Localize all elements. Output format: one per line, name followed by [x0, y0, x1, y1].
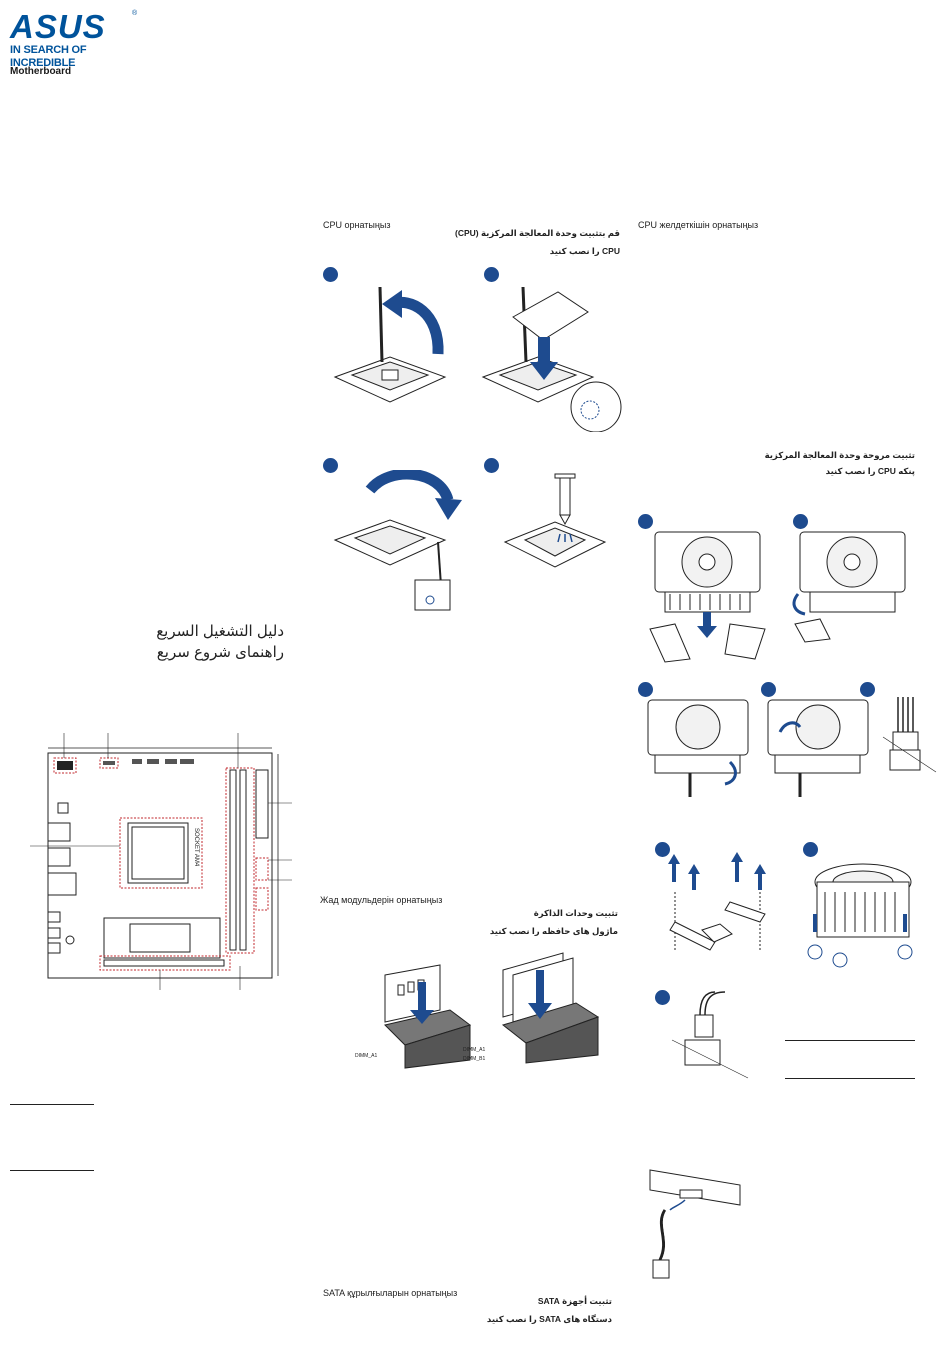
step-marker: [638, 682, 653, 697]
step-marker: [638, 514, 653, 529]
step-marker: [655, 842, 670, 857]
dimm-install-illustration-single: [384, 964, 472, 1069]
dimm-install-illustration-dual: [501, 952, 600, 1064]
cpu-heading-kazakh: CPU орнатыңыз: [323, 220, 391, 230]
memory-heading-persian: ماژول های حافظه را نصب کنید: [489, 926, 618, 936]
divider-line: [785, 1040, 915, 1041]
step-marker: [484, 458, 499, 473]
cooler-lock-illustration: [767, 699, 869, 797]
guide-title-persian: راهنمای شروع سریع: [156, 644, 284, 661]
step-marker: [803, 842, 818, 857]
cooler-screw-install-illustration: [807, 863, 913, 968]
thermal-paste-illustration: [503, 473, 607, 568]
step-marker: [484, 267, 499, 282]
asus-logo: ASUS ® IN SEARCH OF INCREDIBLE: [10, 10, 138, 70]
memory-heading-arabic: تثبيت وحدات الذاكرة: [533, 908, 618, 918]
guide-title-arabic: دليل التشغيل السريع: [156, 623, 284, 640]
product-label: Motherboard: [10, 66, 72, 77]
cpu-socket-lever-close-illustration: [333, 470, 462, 611]
step-marker: [655, 990, 670, 1005]
dimm-label: DIMM_A1: [463, 1047, 486, 1053]
fan-cable-illustration: [882, 697, 937, 773]
sata-cable-illustration: [649, 1169, 741, 1279]
step-marker: [761, 682, 776, 697]
cpu-heading-arabic: قم بتثبيت وحدة المعالجة المركزية (CPU): [454, 228, 620, 238]
cooler-heading-arabic: تثبيت مروحة وحدة المعالجة المركزية: [764, 450, 915, 460]
dimm-label: DIMM_B1: [463, 1056, 486, 1062]
cooler-placement-illustration: [649, 531, 766, 663]
cpu-heading-persian: CPU را نصب کنید: [549, 246, 620, 256]
logo-tagline: IN SEARCH OF INCREDIBLE: [10, 44, 87, 69]
socket-label: SOCKET AM4: [193, 828, 199, 867]
step-marker: [323, 458, 338, 473]
step-marker: [793, 514, 808, 529]
cooler-clip-illustration: [647, 699, 749, 797]
cpu-fan-header-illustration: [671, 991, 749, 1079]
sata-heading-persian: دستگاه های SATA را نصب کنید: [486, 1314, 612, 1324]
step-marker: [860, 682, 875, 697]
cooler-heading-persian: پنکه CPU را نصب کنید: [825, 466, 915, 476]
cpu-socket-lever-lift-illustration: [333, 286, 447, 403]
divider-line: [10, 1104, 94, 1105]
cooler-lever-illustration: [792, 531, 906, 643]
registered-mark: ®: [132, 10, 138, 17]
cooler-bracket-removal-illustration: [668, 852, 766, 952]
motherboard-layout-diagram: SOCKET AM4: [30, 733, 292, 990]
cooler-heading-kazakh: CPU желдеткішін орнатыңыз: [638, 220, 759, 230]
memory-heading-kazakh: Жад модульдерін орнатыңыз: [320, 895, 443, 905]
divider-line: [10, 1170, 94, 1171]
logo-wordmark: ASUS: [10, 8, 106, 45]
sata-heading-kazakh: SATA құрылғыларын орнатыңыз: [323, 1288, 458, 1298]
divider-line: [785, 1078, 915, 1079]
dimm-label: DIMM_A1: [355, 1053, 378, 1059]
step-marker: [323, 267, 338, 282]
cpu-placement-illustration: [481, 286, 622, 432]
sata-heading-arabic: تثبيت أجهزة SATA: [537, 1296, 612, 1306]
